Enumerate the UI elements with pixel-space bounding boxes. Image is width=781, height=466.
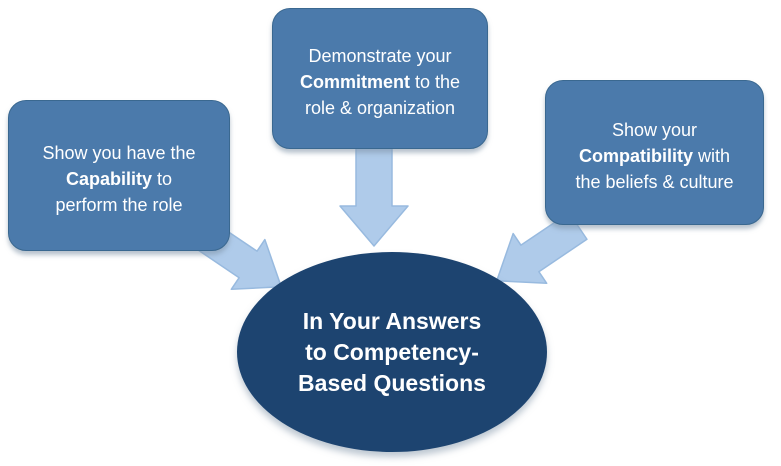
- center-ellipse: In Your Answers to Competency- Based Que…: [237, 252, 547, 452]
- box-compatibility: Show your Compatibility with the beliefs…: [545, 80, 764, 225]
- box-commitment-text-before: Demonstrate your: [308, 45, 452, 66]
- box-compatibility-text: Show your Compatibility with the beliefs…: [575, 111, 733, 195]
- center-ellipse-text: In Your Answers to Competency- Based Que…: [298, 307, 486, 396]
- box-capability-text-after: to perform the role: [55, 168, 183, 215]
- box-capability-text: Show you have the Capability to perform …: [42, 134, 195, 218]
- box-commitment: Demonstrate your Commitment to the role …: [272, 8, 488, 149]
- box-capability: Show you have the Capability to perform …: [8, 100, 230, 251]
- box-compatibility-text-after: with the beliefs & culture: [575, 145, 734, 192]
- box-capability-keyword: Capability: [65, 168, 152, 189]
- box-commitment-text: Demonstrate your Commitment to the role …: [300, 37, 460, 121]
- down-block-arrow-icon: [339, 141, 409, 247]
- box-compatibility-text-before: Show your: [611, 119, 698, 140]
- box-commitment-text-after: to the role & organization: [304, 71, 461, 118]
- box-compatibility-keyword: Compatibility: [578, 145, 693, 166]
- box-capability-text-before: Show you have the: [42, 142, 196, 163]
- box-commitment-keyword: Commitment: [299, 71, 410, 92]
